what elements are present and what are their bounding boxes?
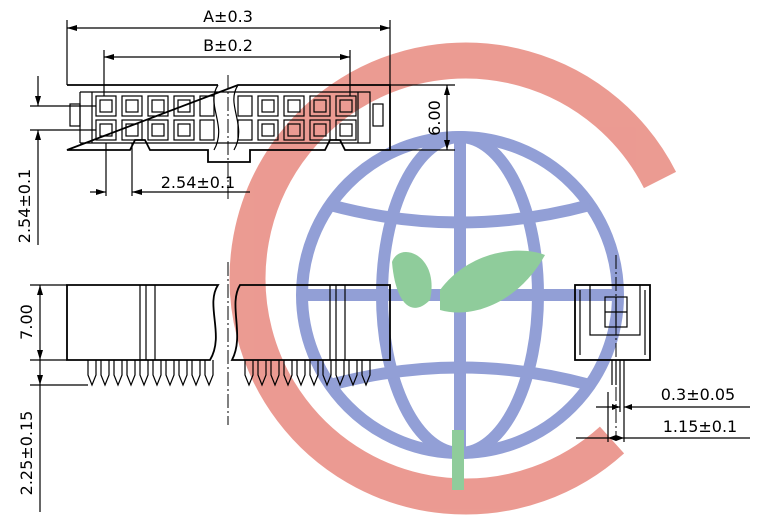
top-view <box>66 75 391 200</box>
watermark-c-arc <box>229 42 677 515</box>
top-view-dimensions <box>30 20 455 245</box>
dimension-width-label: 6.00 <box>425 100 444 136</box>
dimension-pin-thickness-label: 0.3±0.05 <box>661 385 735 404</box>
dimension-pitch-vertical-label: 2.54±0.1 <box>15 169 34 243</box>
side-view <box>574 255 651 440</box>
dimension-pin-offset-label: 1.15±0.1 <box>663 417 737 436</box>
front-view-pins-right <box>244 360 371 387</box>
front-view-pins-left <box>87 360 214 387</box>
side-view-dimensions <box>576 392 750 442</box>
watermark-logo <box>229 42 677 515</box>
watermark-leaf <box>392 250 545 490</box>
dimension-overall-length-label: A±0.3 <box>203 7 253 26</box>
dimension-pin-span-label: B±0.2 <box>203 36 253 55</box>
front-view <box>66 262 391 425</box>
dimension-pin-length-label: 2.25±0.15 <box>17 411 36 496</box>
dimension-body-height-label: 7.00 <box>17 304 36 340</box>
dimension-pitch-horizontal-label: 2.54±0.1 <box>161 173 235 192</box>
top-view-pins-left <box>95 95 215 141</box>
top-view-pins-right <box>237 95 357 141</box>
front-view-dimensions <box>30 284 88 512</box>
